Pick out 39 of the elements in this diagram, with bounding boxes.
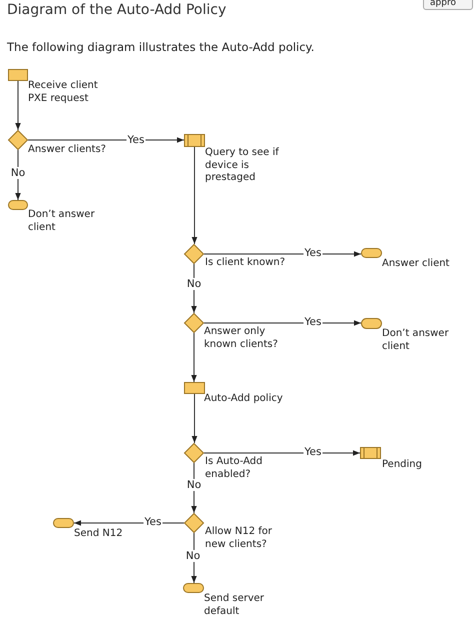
node-label: Allow N12 for new clients? xyxy=(205,526,274,551)
arrow xyxy=(191,462,197,514)
edge-label: Yes xyxy=(304,247,322,259)
node-label: Don’t answer client xyxy=(28,209,96,234)
node-label: Send N12 xyxy=(74,528,124,540)
node-label: Pending xyxy=(382,459,423,472)
arrow xyxy=(191,264,197,314)
node-label: Auto-Add policy xyxy=(204,393,284,406)
node-label: Query to see if device is prestaged xyxy=(205,147,280,184)
edge-label: No xyxy=(184,550,202,562)
node-label: Don’t answer client xyxy=(382,328,450,353)
node-label: Is Auto-Add enabled? xyxy=(205,456,264,481)
node-label: Answer only known clients? xyxy=(204,326,279,351)
node-label: Answer clients? xyxy=(28,144,107,156)
edge-label: No xyxy=(186,278,202,290)
node-label: Answer client xyxy=(382,258,450,270)
arrow xyxy=(15,80,21,130)
arrow xyxy=(191,332,197,382)
node-label: Receive client PXE request xyxy=(28,80,99,105)
arrow xyxy=(28,137,184,143)
edge-label: Yes xyxy=(304,446,322,458)
arrow xyxy=(15,150,21,200)
arrow xyxy=(204,251,362,257)
arrow xyxy=(204,320,362,326)
node-label: Send server default xyxy=(204,593,266,618)
edge-label: Yes xyxy=(144,516,162,528)
edge-label: Yes xyxy=(126,134,146,146)
edge-label: No xyxy=(186,479,202,491)
arrow xyxy=(192,146,198,244)
page-title: Diagram of the Auto-Add Policy xyxy=(7,2,226,18)
node-label: Is client known? xyxy=(205,257,286,270)
edge-label: No xyxy=(10,167,26,179)
arrow xyxy=(74,520,184,526)
edge-label: Yes xyxy=(304,316,322,328)
arrow xyxy=(191,532,197,584)
cut-off-button: appro xyxy=(423,0,473,10)
arrow xyxy=(192,394,198,444)
intro-text: The following diagram illustrates the Auto-Add policy. xyxy=(7,40,314,54)
arrow xyxy=(204,450,360,456)
